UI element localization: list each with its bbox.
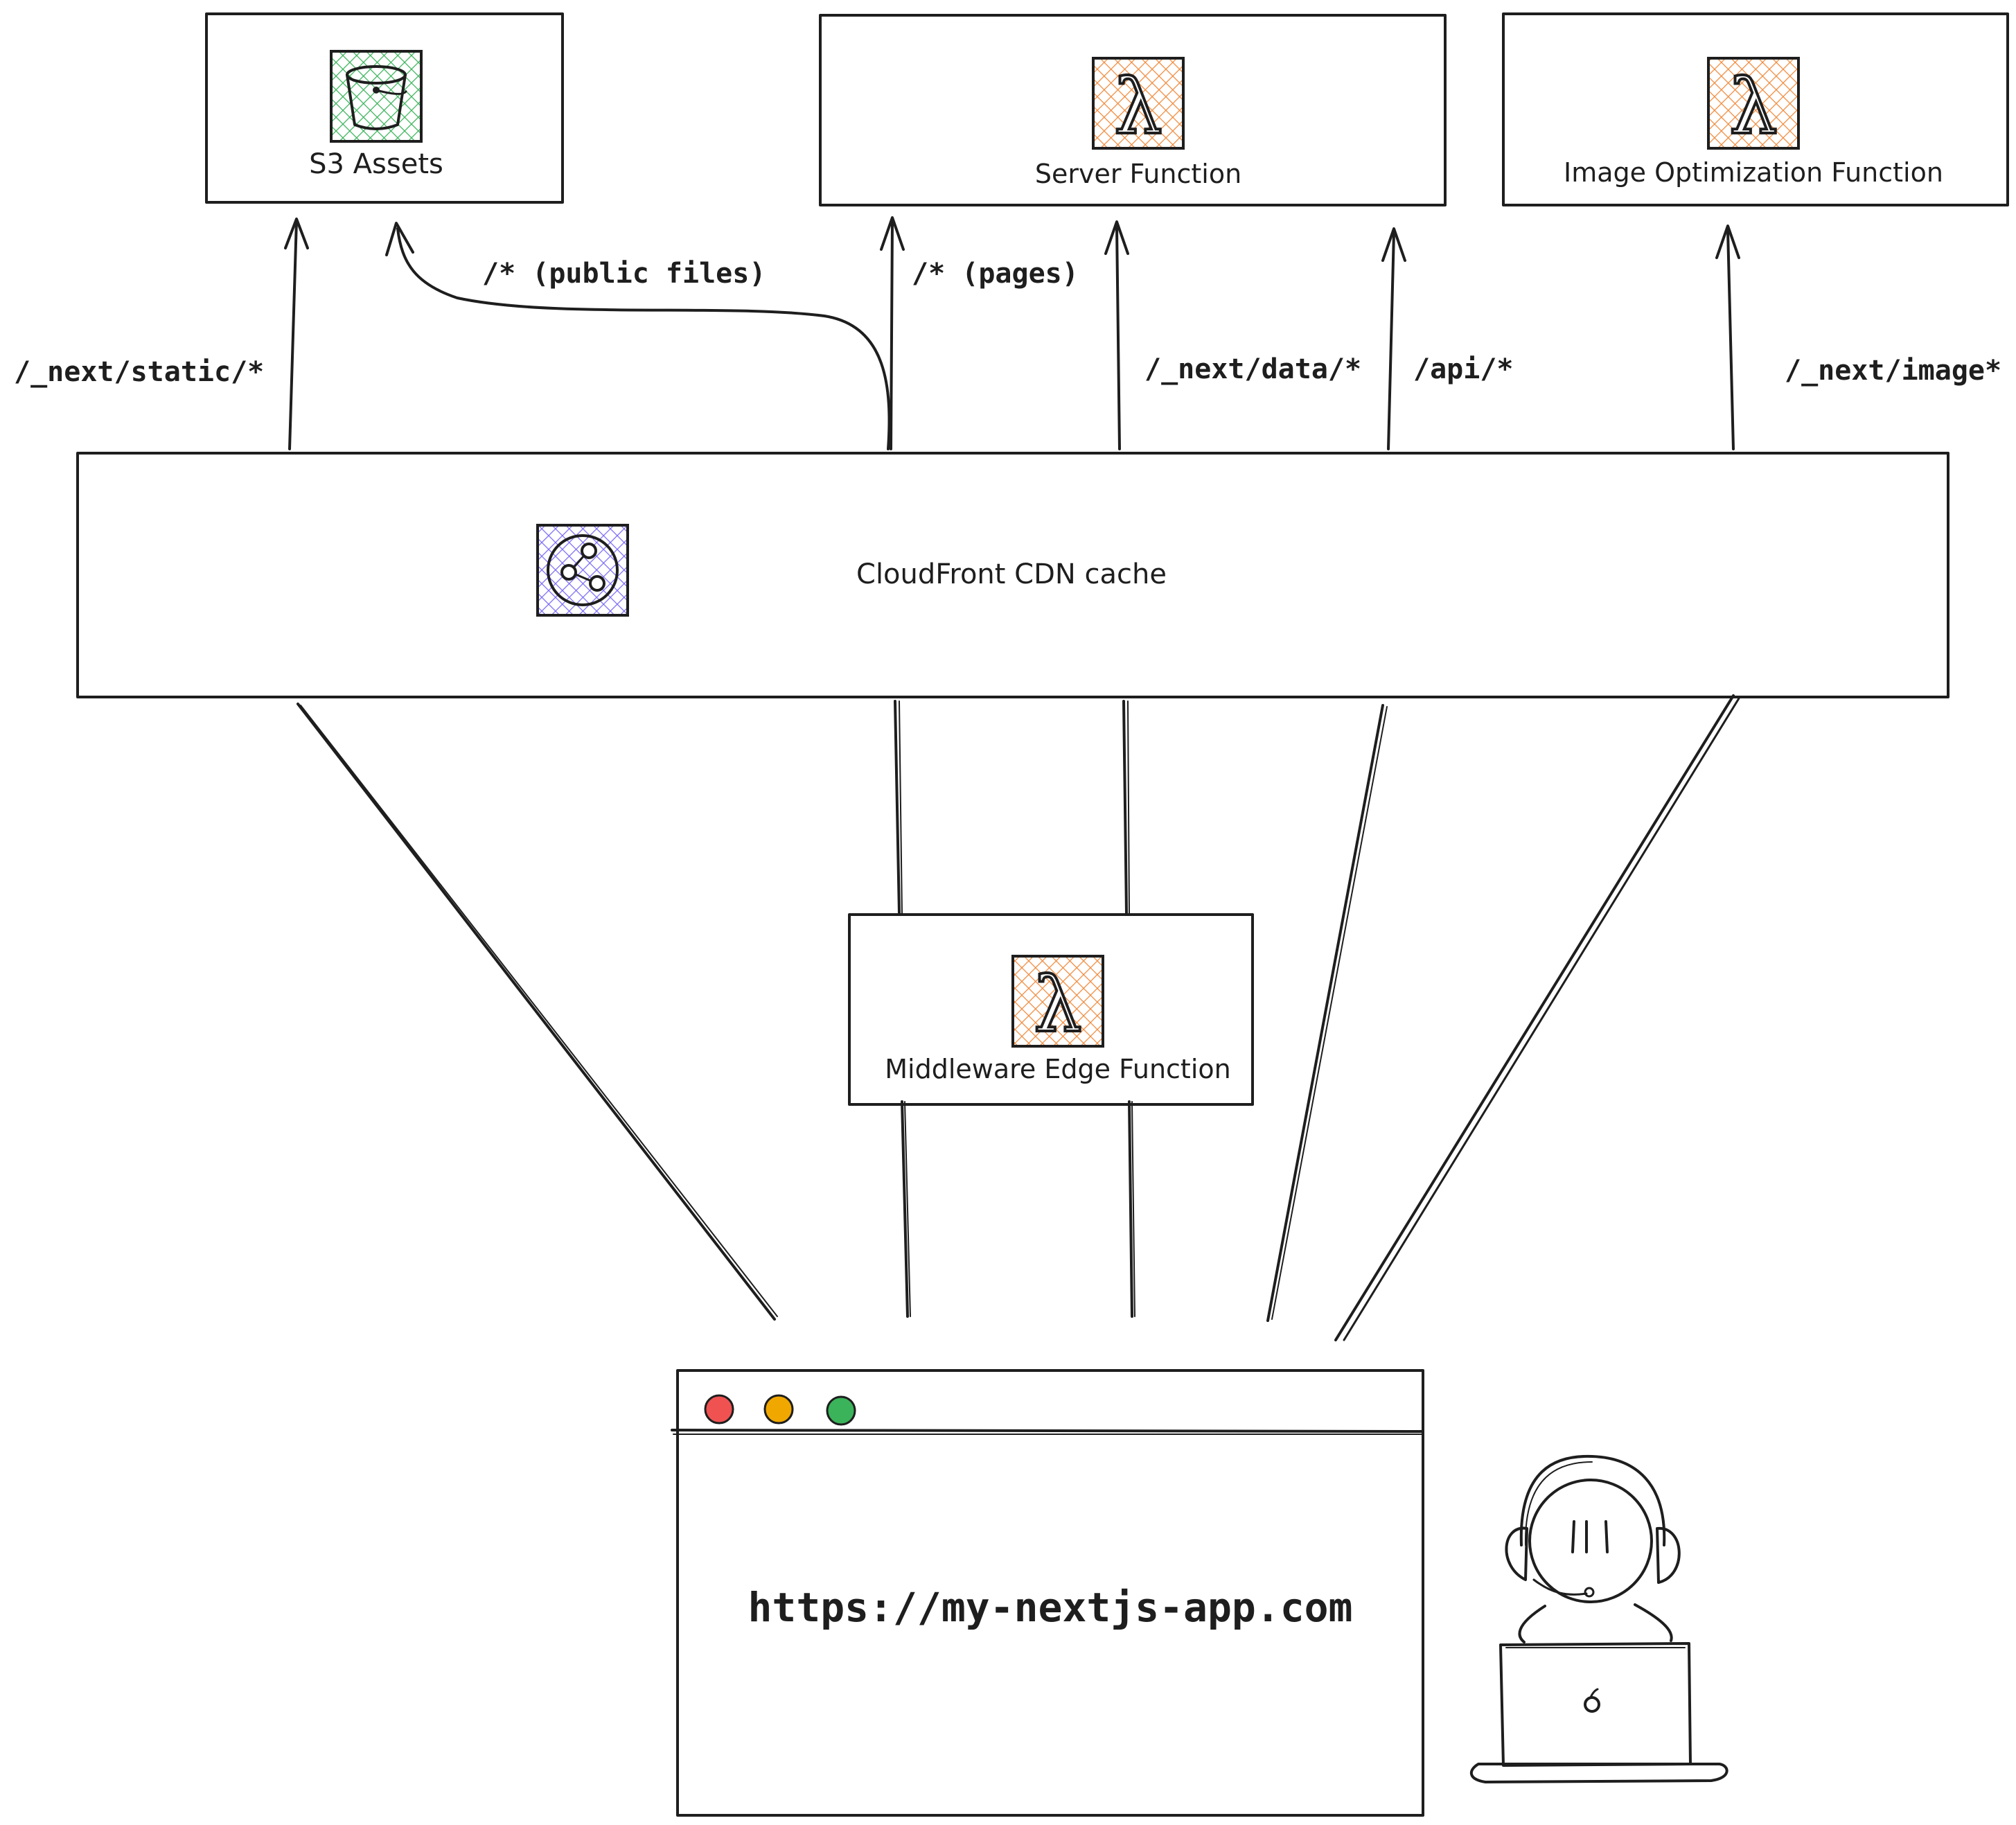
arrow-next-data bbox=[1104, 220, 1129, 450]
arrow-next-static bbox=[284, 218, 309, 450]
cloudfront-icon bbox=[536, 524, 629, 617]
close-dot-icon bbox=[704, 1394, 734, 1425]
middleware-lambda-icon: λ bbox=[1011, 955, 1104, 1050]
route-label-api: /api/* bbox=[1413, 353, 1514, 385]
image-lambda-icon: λ bbox=[1707, 57, 1800, 152]
server-function-label: Server Function bbox=[1035, 159, 1241, 189]
s3-assets-label: S3 Assets bbox=[309, 148, 443, 180]
route-arrows bbox=[284, 216, 1740, 450]
s3-bucket-icon bbox=[330, 50, 423, 143]
browser-window: https://my-nextjs-app.com bbox=[671, 1369, 1424, 1817]
arrow-next-image bbox=[1715, 224, 1740, 450]
middleware-label: Middleware Edge Function bbox=[885, 1054, 1230, 1084]
user-with-headset-and-laptop-icon bbox=[1470, 1454, 1728, 1783]
cloudfront-label: CloudFront CDN cache bbox=[856, 558, 1167, 590]
route-label-next-image: /_next/image* bbox=[1785, 355, 2001, 387]
browser-url: https://my-nextjs-app.com bbox=[748, 1584, 1353, 1631]
server-function-node: λ Server Function bbox=[819, 14, 1447, 206]
cloudfront-node: CloudFront CDN cache bbox=[76, 452, 1949, 698]
route-label-next-static: /_next/static/* bbox=[14, 356, 264, 388]
image-optimization-function-node: λ Image Optimization Function bbox=[1502, 12, 2009, 206]
s3-assets-node: S3 Assets bbox=[205, 12, 564, 204]
arrow-pages bbox=[880, 216, 905, 450]
route-label-next-data: /_next/data/* bbox=[1144, 353, 1361, 385]
maximize-dot-icon bbox=[826, 1395, 856, 1426]
svg-text:λ: λ bbox=[1114, 62, 1162, 151]
svg-text:λ: λ bbox=[1034, 960, 1082, 1049]
route-label-public-files: /* (public files) bbox=[482, 258, 766, 290]
server-lambda-icon: λ bbox=[1092, 57, 1185, 152]
minimize-dot-icon bbox=[763, 1394, 794, 1425]
request-lines bbox=[297, 694, 1740, 1341]
route-label-pages: /* (pages) bbox=[912, 258, 1079, 290]
arrow-public-files bbox=[385, 222, 891, 450]
middleware-node: λ Middleware Edge Function bbox=[848, 913, 1254, 1106]
arrow-api bbox=[1381, 227, 1406, 450]
svg-text:λ: λ bbox=[1729, 62, 1778, 151]
image-optimization-label: Image Optimization Function bbox=[1564, 157, 1943, 188]
